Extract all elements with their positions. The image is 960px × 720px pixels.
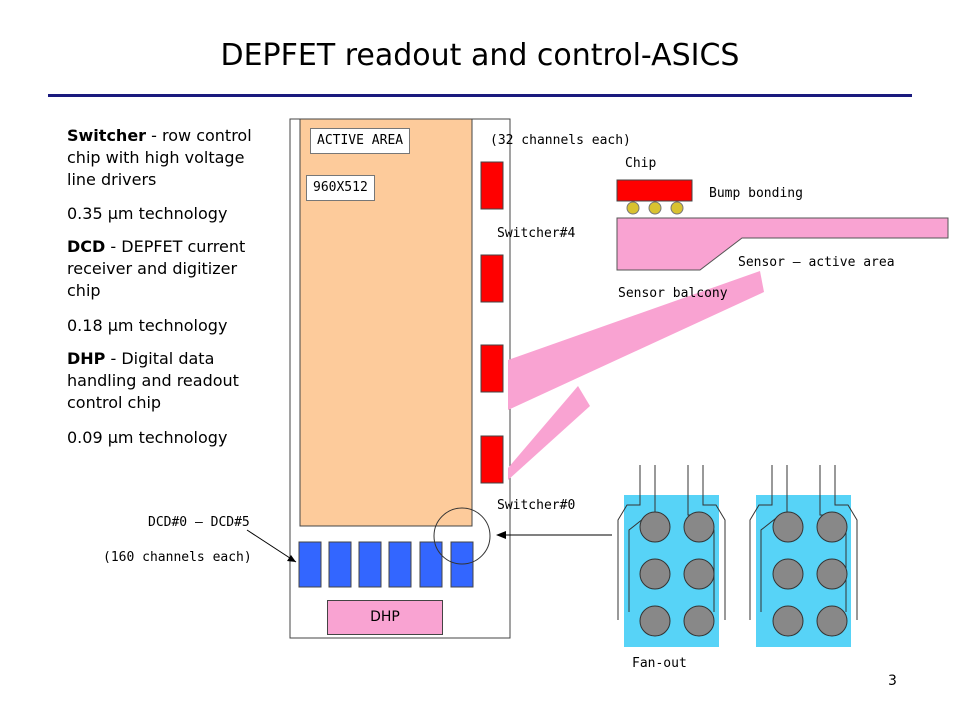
fanout-pad	[772, 558, 804, 590]
switcher-chip	[480, 254, 504, 303]
dcd-desc-line2: receiver and digitizer	[67, 259, 238, 278]
chip-detail	[616, 179, 693, 202]
switcher-desc-line1: - row control	[146, 126, 252, 145]
bump-bonding-label: Bump bonding	[709, 186, 803, 201]
fanout-pad	[816, 558, 848, 590]
fanout-pad	[683, 605, 715, 637]
active-area-label: ACTIVE AREA	[310, 128, 411, 154]
sensor-profile	[616, 217, 949, 271]
dcd-desc-line3: chip	[67, 281, 101, 300]
dhp-desc-line2: handling and readout	[67, 371, 239, 390]
dcd-chip	[419, 541, 443, 588]
dcd-channels-label: (160 channels each)	[103, 550, 252, 565]
fanout-pad	[772, 605, 804, 637]
sensor-active-label: Sensor – active area	[738, 255, 895, 270]
dhp-description: DHP - Digital data handling and readout …	[67, 348, 267, 414]
dcd-chip	[328, 541, 352, 588]
switcher-top-label: Switcher#4	[497, 226, 576, 241]
zoom-circle	[433, 507, 491, 565]
bump	[626, 201, 640, 215]
fanout-arrowhead	[496, 531, 506, 539]
switcher-channels-label: (32 channels each)	[490, 133, 631, 148]
flex-strip-upper	[508, 271, 764, 410]
switcher-tech: 0.35 μm technology	[67, 204, 228, 223]
dcd-chip	[388, 541, 412, 588]
switcher-name: Switcher	[67, 126, 147, 145]
sensor-balcony-label: Sensor balcony	[618, 286, 728, 301]
dcd-desc-line1: - DEPFET current	[105, 237, 246, 256]
dhp-name: DHP	[67, 349, 106, 368]
switcher-desc-line3: line drivers	[67, 170, 157, 189]
dhp-chip: DHP	[327, 600, 443, 635]
fanout-pad	[772, 511, 804, 543]
fanout-pad	[639, 605, 671, 637]
dhp-desc-line3: control chip	[67, 393, 162, 412]
dcd-chip	[358, 541, 382, 588]
title-underline	[48, 94, 912, 97]
dcd-range-label: DCD#0 – DCD#5	[148, 515, 250, 530]
switcher-chip	[480, 435, 504, 484]
dcd-name: DCD	[67, 237, 106, 256]
switcher-desc-line2: chip with high voltage	[67, 148, 245, 167]
page-number: 3	[888, 673, 897, 689]
switcher-chip	[480, 344, 504, 393]
page-title: DEPFET readout and control-ASICS	[220, 38, 740, 73]
flex-strip-lower	[508, 386, 590, 480]
dcd-arrow	[246, 529, 297, 563]
bump	[670, 201, 684, 215]
fanout-pad	[639, 558, 671, 590]
dhp-tech: 0.09 μm technology	[67, 428, 228, 447]
dcd-tech: 0.18 μm technology	[67, 316, 228, 335]
fanout-pad	[683, 511, 715, 543]
dcd-chip	[298, 541, 322, 588]
dcd-arrowhead	[287, 555, 296, 562]
dcd-description: DCD - DEPFET current receiver and digiti…	[67, 236, 267, 302]
pixels-label: 960X512	[306, 175, 375, 201]
switcher-description: Switcher - row control chip with high vo…	[67, 125, 267, 191]
dhp-desc-line1: - Digital data	[105, 349, 215, 368]
fanout-label: Fan-out	[632, 656, 687, 671]
chip-label: Chip	[625, 156, 657, 171]
fanout-pad	[683, 558, 715, 590]
fanout-pad	[639, 511, 671, 543]
fanout-pad	[816, 511, 848, 543]
switcher-bottom-label: Switcher#0	[497, 498, 576, 513]
switcher-chip	[480, 161, 504, 210]
fanout-pad	[816, 605, 848, 637]
bump	[648, 201, 662, 215]
